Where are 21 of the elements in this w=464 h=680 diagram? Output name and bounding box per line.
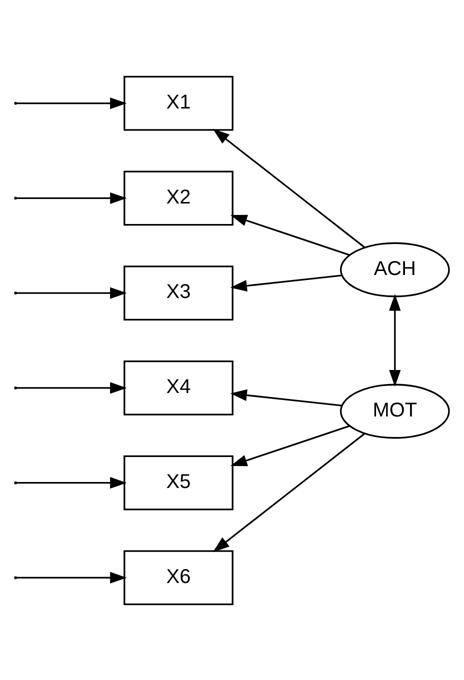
node-box: X5 xyxy=(124,454,234,510)
arrow xyxy=(16,286,127,298)
node-box: X3 xyxy=(124,265,234,320)
node-ellipse: MOT xyxy=(340,383,450,438)
arrow xyxy=(212,128,366,248)
arrow xyxy=(230,388,342,406)
arrow xyxy=(16,476,127,488)
arrow xyxy=(212,432,366,552)
arrow xyxy=(230,424,350,466)
arrow xyxy=(16,571,127,584)
node-ellipse: ACH xyxy=(340,242,450,297)
node-box: X4 xyxy=(124,360,234,415)
node-box: X6 xyxy=(124,550,234,605)
arrow xyxy=(16,382,127,394)
node-box: X2 xyxy=(124,170,234,226)
arrow xyxy=(16,192,127,204)
arrow xyxy=(389,294,401,386)
arrow xyxy=(230,214,350,256)
arrow xyxy=(16,96,127,109)
node-box: X1 xyxy=(124,75,234,130)
arrow xyxy=(230,274,342,292)
